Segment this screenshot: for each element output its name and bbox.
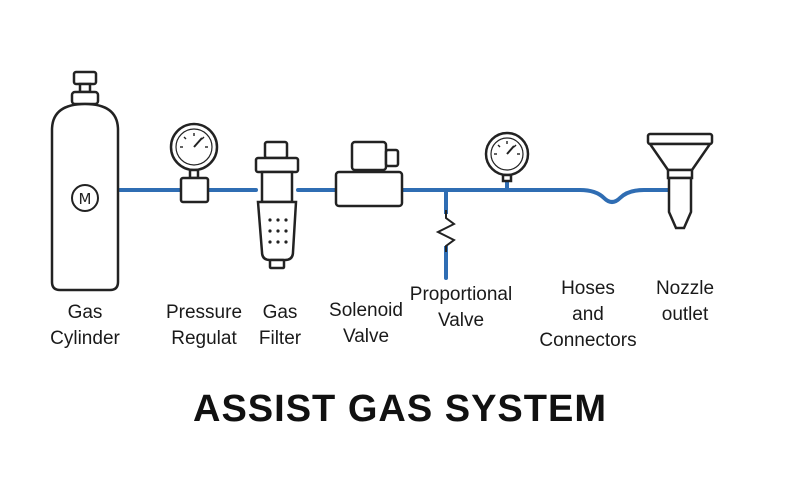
regulator-gauge-needle: [193, 137, 203, 148]
label-nozzle-outlet-line2: outlet: [661, 304, 709, 325]
filter-neck: [260, 170, 294, 204]
gas-filter: [254, 140, 300, 270]
label-solenoid-valve: Solenoid Valve: [318, 298, 414, 350]
label-pressure-regulator-line2: Regulat: [171, 328, 237, 349]
pressure-regulator: [169, 122, 219, 204]
label-nozzle-outlet: Nozzle outlet: [640, 276, 730, 328]
label-pressure-regulator: Pressure Regulat: [156, 300, 252, 352]
regulator-gauge-ticks: [180, 133, 208, 148]
solenoid-valve: [334, 140, 404, 208]
solenoid-coil: [350, 140, 388, 172]
label-gas-filter-line1: Gas: [262, 302, 298, 323]
filter-head: [254, 156, 300, 174]
line-pressure-gauge: [484, 131, 530, 183]
label-gas-cylinder: Gas Cylinder: [30, 300, 140, 352]
gas-cylinder: [50, 70, 120, 292]
nozzle-funnel: [647, 142, 713, 172]
label-proportional-valve: Proportional Valve: [396, 282, 526, 334]
regulator-body: [179, 176, 210, 204]
label-hoses-connectors-line1: Hoses: [561, 278, 615, 299]
label-hoses-connectors: Hoses and Connectors: [526, 276, 650, 354]
label-gas-filter-line2: Filter: [258, 328, 302, 349]
label-gas-cylinder-line1: Gas: [67, 302, 103, 323]
label-hoses-connectors-line2: and: [572, 304, 604, 325]
cylinder-badge: [71, 184, 99, 212]
line-gauge-needle: [506, 145, 515, 155]
cylinder-valve-cap: [72, 70, 98, 86]
solenoid-connector: [384, 148, 400, 168]
label-solenoid-valve-line1: Solenoid: [329, 300, 403, 321]
solenoid-body: [334, 170, 404, 208]
label-gas-cylinder-line2: Cylinder: [50, 328, 120, 349]
nozzle-rim: [646, 132, 714, 146]
label-solenoid-valve-line2: Valve: [342, 326, 390, 347]
pipe-solenoid-to-nozzle: [400, 188, 672, 204]
filter-drain: [268, 258, 286, 270]
label-gas-filter: Gas Filter: [252, 300, 308, 352]
proportional-valve-zigzag-icon: [435, 210, 456, 252]
label-hoses-connectors-line3: Connectors: [539, 330, 637, 351]
nozzle-tip: [667, 176, 693, 230]
label-nozzle-outlet-line1: Nozzle: [655, 278, 715, 299]
label-pressure-regulator-line1: Pressure: [165, 302, 243, 323]
label-proportional-valve-line2: Valve: [437, 310, 485, 331]
filter-dots: [268, 218, 288, 244]
cylinder-valve-body: [70, 90, 100, 106]
proportional-valve: [435, 210, 456, 252]
filter-cap: [263, 140, 289, 160]
nozzle-outlet: [646, 132, 714, 230]
label-proportional-valve-line1: Proportional: [409, 284, 513, 305]
diagram-title: ASSIST GAS SYSTEM: [193, 388, 607, 430]
cylinder-badge-text: M: [79, 190, 92, 208]
